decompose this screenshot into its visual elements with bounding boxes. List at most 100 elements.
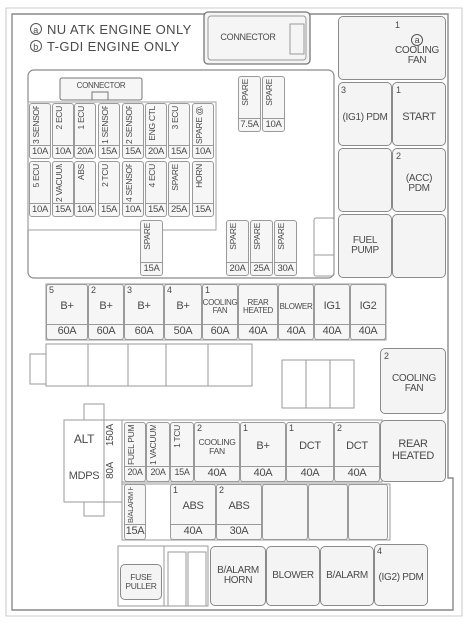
mini-fuse-r2-7-label: HORN (195, 164, 204, 188)
mini-fuse-r1-5-amp: 20A (147, 146, 164, 157)
mini-fuse-r2-2-amp: 10A (76, 204, 93, 215)
lower-fuse-4-amp: 40A (253, 467, 273, 479)
spare-fuse-r3-0-amp: 15A (143, 263, 160, 274)
mini-fuse-r1-0-divider (29, 145, 51, 146)
spare-fuse-r3-3-divider (274, 262, 297, 263)
midi-fuse-6-divider (278, 324, 314, 325)
mini-fuse-r1-3-label: 1 SENSOR @SPARE (101, 106, 110, 144)
midi-fuse-7-amp: 40A (322, 325, 342, 337)
abs-fuse-1-label: ABS (182, 500, 204, 513)
relay-start-label: START (402, 111, 436, 124)
midi-fuse-8-amp: 40A (358, 325, 378, 337)
lower-fuse-6-num: 2 (337, 423, 342, 433)
mini-fuse-r2-7-amp: 15A (194, 204, 211, 215)
abs-fuse-0 (124, 484, 146, 540)
relay-ig1-pdm (338, 82, 392, 146)
midi-fuse-0-amp: 60A (57, 325, 77, 337)
midi-fuse-5-amp: 40A (248, 325, 268, 337)
relay-empty-b (392, 214, 446, 278)
lower-fuse-5 (286, 422, 334, 482)
mini-fuse-r2-1-label: 2 VACUUM PUMP @SPARE (55, 164, 64, 202)
midi-fuse-7 (314, 284, 350, 340)
spare-fuse-r3-0-divider (140, 262, 163, 263)
relay-empty-a (338, 148, 392, 212)
lower-fuse-5-num: 1 (289, 423, 294, 433)
mini-fuse-r1-2-label: 1 ECU (77, 106, 86, 130)
lower-fuse-3-divider (194, 466, 240, 467)
relay-acc-pdm (392, 148, 446, 212)
midi-fuse-0-num: 5 (49, 285, 54, 295)
mini-fuse-r2-0-amp: 10A (31, 204, 48, 215)
mini-fuse-r1-5-divider (145, 145, 167, 146)
lower-fuse-5-divider (286, 466, 334, 467)
midi-fuse-3-divider (164, 324, 202, 325)
mini-fuse-r1-5-label: ENG CTL (148, 106, 157, 141)
mini-fuse-r1-0-label: 3 SENSOR (32, 106, 41, 144)
midi-fuse-0 (46, 284, 88, 340)
abs-row-empty-2 (348, 484, 388, 540)
midi-fuse-2-divider (124, 324, 164, 325)
lower-fuse-3 (194, 422, 240, 482)
abs-fuse-2-num: 2 (219, 485, 224, 495)
mini-fuse-r2-3-divider (98, 203, 120, 204)
midi-fuse-6-label: BLOWER (279, 301, 313, 311)
top-connector: CONNECTOR (220, 32, 276, 43)
relay-blower-label: BLOWER (272, 569, 314, 581)
midi-fuse-8 (350, 284, 386, 340)
lower-fuse-0-divider (124, 466, 146, 467)
midi-fuse-2-label: B+ (137, 300, 151, 313)
mini-fuse-r2-6-amp: 25A (170, 204, 187, 215)
lower-fuse-3-amp: 40A (207, 467, 227, 479)
mini-fuse-r1-6-label: 3 ECU (171, 106, 180, 130)
mini-fuse-r2-6-label: SPARE (171, 164, 180, 191)
abs-fuse-0-divider (124, 524, 146, 525)
mini-fuse-r2-5-divider (145, 203, 167, 204)
relay-cooling-fan-1-label: a COOLING FAN (394, 33, 440, 66)
lower-fuse-3-num: 2 (197, 423, 202, 433)
lower-fuse-6-divider (334, 466, 380, 467)
midi-fuse-1-amp: 60A (96, 325, 116, 337)
mini-fuse-r1-6-amp: 15A (170, 146, 187, 157)
midi-fuse-5-label: REAR HEATED (242, 297, 274, 315)
mini-fuse-r1-2-divider (74, 145, 96, 146)
relay-blower (266, 546, 320, 606)
relay-ig1-pdm-label: (IG1) PDM (342, 111, 388, 123)
midi-fuse-7-label: IG1 (323, 300, 341, 313)
mini-fuse-r1-4-divider (122, 145, 144, 146)
inner-connector: CONNECTOR (76, 80, 126, 90)
mini-fuse-r2-1-amp: 15A (54, 204, 71, 215)
mini-fuse-r2-7-divider (192, 203, 214, 204)
spare-fuse-r3-1-amp: 20A (229, 263, 246, 274)
lower-fuse-1-label: 1 VACUUM PUMP (149, 425, 158, 465)
mini-fuse-r2-2-divider (74, 203, 96, 204)
relay-cooling-fan-2-num: 2 (384, 351, 389, 361)
midi-fuse-4-label: COOLING FAN (202, 297, 238, 315)
mini-fuse-r1-3-divider (98, 145, 120, 146)
lower-fuse-2-divider (170, 466, 194, 467)
spare-top-fuse-1-amp: 10A (265, 119, 282, 130)
abs-row-empty-1 (308, 484, 348, 540)
midi-fuse-4-divider (202, 324, 238, 325)
alt-amp: 150A (105, 424, 116, 447)
relay-ig1-pdm-num: 3 (341, 85, 346, 95)
midi-fuse-2 (124, 284, 164, 340)
lower-fuse-4-divider (240, 466, 286, 467)
relay-ig2-pdm-num: 4 (377, 546, 382, 556)
abs-fuse-1-num: 1 (173, 485, 178, 495)
relay-start-num: 1 (396, 85, 401, 95)
abs-fuse-1 (170, 484, 216, 540)
relay-balarm-horn (210, 546, 266, 606)
midi-fuse-3 (164, 284, 202, 340)
abs-fuse-0-label: B/ALARM HORN (127, 487, 135, 523)
fuse-puller-label: FUSE PULLER (125, 572, 157, 591)
midi-fuse-3-num: 4 (167, 285, 172, 295)
abs-row-empty-0 (262, 484, 308, 540)
spare-fuse-r3-2-divider (250, 262, 273, 263)
relay-balarm (320, 546, 374, 606)
midi-fuse-0-label: B+ (60, 300, 74, 313)
midi-fuse-2-amp: 60A (134, 325, 154, 337)
mini-fuse-r1-6-divider (168, 145, 190, 146)
lower-fuse-0-label: FUEL PUMP (127, 425, 136, 465)
mini-fuse-r2-1-divider (52, 203, 74, 204)
